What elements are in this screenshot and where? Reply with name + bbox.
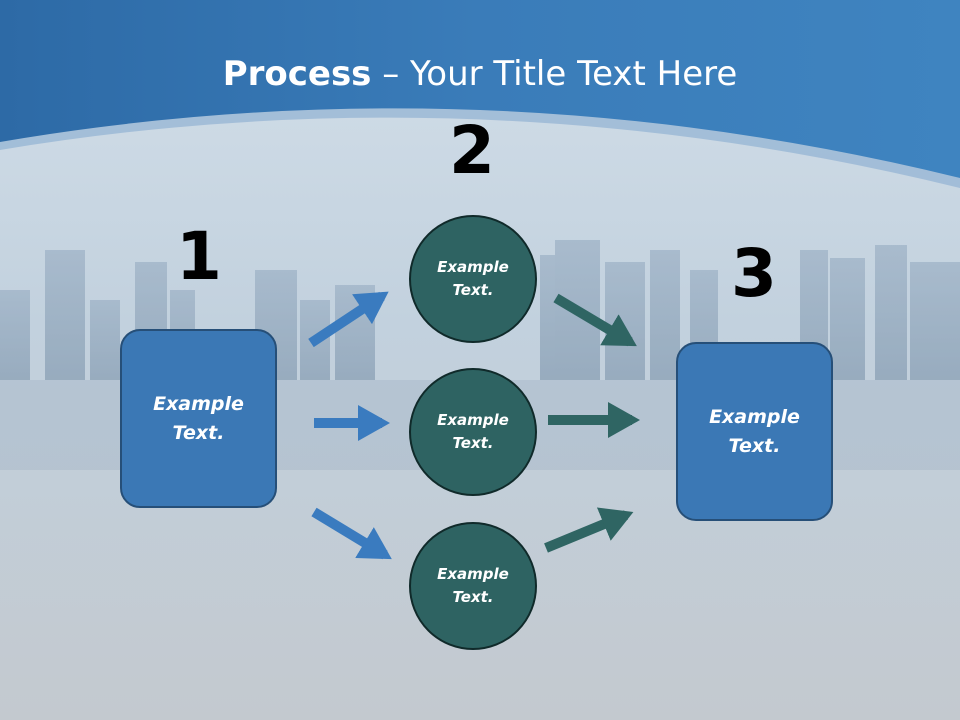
title-rest: – Your Title Text Here: [371, 54, 738, 94]
circle-middle-label: Example Text.: [437, 411, 509, 452]
step-number-1: 1: [176, 218, 222, 295]
step-2-circle-middle[interactable]: Example Text.: [409, 368, 537, 496]
step-1-box[interactable]: Example Text.: [120, 329, 277, 508]
step-2-circle-bottom[interactable]: Example Text.: [409, 522, 537, 650]
header-band: [0, 0, 960, 178]
slide-title: Process – Your Title Text Here: [0, 52, 960, 96]
circle-bottom-label: Example Text.: [437, 565, 509, 606]
title-bold: Process: [222, 54, 372, 94]
step-number-3: 3: [731, 235, 777, 312]
header-light-swoosh: [0, 96, 960, 188]
step-number-2: 2: [449, 112, 495, 189]
arrow-box1-to-circle-bottom: [311, 507, 392, 560]
circle-top-label: Example Text.: [437, 258, 509, 299]
step-3-label: Example Text.: [709, 405, 800, 457]
step-3-box[interactable]: Example Text.: [676, 342, 833, 521]
step-1-label: Example Text.: [153, 392, 244, 444]
arrow-circle-bottom-to-box3: [544, 507, 634, 553]
step-2-circle-top[interactable]: Example Text.: [409, 215, 537, 343]
arrow-circle-top-to-box3: [553, 293, 637, 347]
arrow-box1-to-circle-top: [308, 291, 389, 348]
